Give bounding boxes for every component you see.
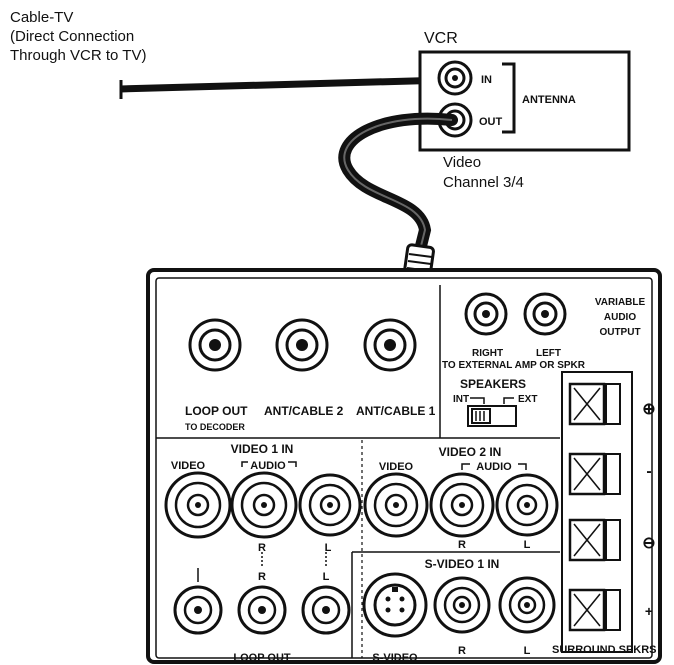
- video2-video-label: VIDEO: [379, 461, 414, 473]
- speaker-terminal-4[interactable]: [568, 588, 621, 632]
- svideo-label: S-VIDEO: [372, 652, 418, 664]
- ext-bracket: [503, 397, 514, 404]
- to-external-label: TO EXTERNAL AMP OR SPKR: [442, 360, 586, 371]
- plus-mark: +: [645, 603, 653, 619]
- antenna-label: ANTENNA: [522, 94, 576, 106]
- loop-out-label: LOOP OUT: [185, 404, 248, 418]
- vcr-title: VCR: [424, 30, 458, 47]
- ext-label: EXT: [518, 394, 537, 405]
- video-output-line2: Channel 3/4: [443, 174, 524, 191]
- variable-audio-line3: OUTPUT: [599, 327, 640, 338]
- video1-in-title: VIDEO 1 IN: [231, 442, 294, 456]
- coax-cable: [338, 112, 458, 256]
- video2-audio-l-jack[interactable]: [495, 473, 559, 537]
- video1-video-jack[interactable]: [164, 471, 232, 539]
- svideo1-in-title: S-VIDEO 1 IN: [425, 557, 500, 571]
- video2-l-label: L: [524, 539, 531, 551]
- plus-circled-mark: ⊕: [642, 401, 655, 418]
- ant-cable-2-jack[interactable]: [275, 318, 329, 372]
- cable-tv-line1: Cable-TV: [10, 9, 73, 26]
- svideo-r-label: R: [458, 645, 466, 657]
- speaker-terminal-2[interactable]: [568, 452, 621, 496]
- ant-cable-2-label: ANT/CABLE 2: [264, 404, 344, 418]
- int-label: INT: [453, 394, 469, 405]
- right-label: RIGHT: [472, 348, 503, 359]
- loop-l-label: L: [323, 571, 330, 583]
- svideo-audio-l-jack[interactable]: [498, 576, 556, 634]
- antenna-bracket: [502, 62, 516, 134]
- video1-video-label: VIDEO: [171, 460, 206, 472]
- video1-audio-bracket: [241, 461, 297, 467]
- ant-cable-1-label: ANT/CABLE 1: [356, 404, 436, 418]
- video2-r-label: R: [458, 539, 466, 551]
- svideo-jack[interactable]: [362, 572, 428, 638]
- surround-spkrs-label: SURROUND SPKRS: [552, 644, 657, 656]
- int-bracket: [470, 397, 485, 404]
- speaker-terminal-column: [561, 371, 633, 653]
- to-decoder-label: TO DECODER: [185, 422, 245, 432]
- video1-audio-r-jack[interactable]: [230, 471, 298, 539]
- video2-audio-bracket: [461, 463, 527, 470]
- svideo-l-label: L: [524, 645, 531, 657]
- incoming-cable: [119, 76, 449, 99]
- cable-tv-line2: (Direct Connection: [10, 28, 134, 45]
- loop-r-label: R: [258, 571, 266, 583]
- variable-audio-line2: AUDIO: [604, 312, 636, 323]
- vcr-out-label: OUT: [479, 116, 503, 128]
- ant-cable-1-jack[interactable]: [363, 318, 417, 372]
- cable-tv-label: Cable-TV (Direct Connection Through VCR …: [10, 9, 146, 64]
- tv-back-panel: [146, 268, 662, 664]
- video1-audio-l-jack[interactable]: [298, 473, 362, 537]
- minus-circled-mark: ⊖: [642, 535, 655, 552]
- loop-out-bottom-label: LOOP OUT: [233, 652, 291, 664]
- video-output-line1: Video: [443, 154, 481, 171]
- cable-tv-line3: Through VCR to TV): [10, 47, 146, 64]
- video2-video-jack[interactable]: [363, 472, 429, 538]
- variable-audio-line1: VARIABLE: [595, 297, 646, 308]
- svideo-audio-r-jack[interactable]: [433, 576, 491, 634]
- video2-audio-r-jack[interactable]: [429, 472, 495, 538]
- loop-out-l-jack[interactable]: [301, 585, 351, 635]
- video1-l-label: L: [325, 542, 332, 554]
- minus-mark: -: [646, 463, 651, 480]
- variable-audio-left-jack[interactable]: [523, 292, 567, 336]
- loop-out-video-jack[interactable]: [173, 585, 223, 635]
- vcr-box: IN OUT ANTENNA: [418, 50, 631, 152]
- vcr-in-jack[interactable]: [437, 60, 473, 96]
- speakers-title: SPEAKERS: [460, 377, 526, 391]
- loop-out-r-jack[interactable]: [237, 585, 287, 635]
- video1-audio-label: AUDIO: [250, 460, 286, 472]
- speaker-terminal-3[interactable]: [568, 518, 621, 562]
- left-label: LEFT: [536, 348, 561, 359]
- vcr-in-label: IN: [481, 74, 492, 86]
- speaker-switch[interactable]: [467, 405, 517, 427]
- video1-r-label: R: [258, 542, 266, 554]
- video2-in-title: VIDEO 2 IN: [439, 445, 502, 459]
- video2-audio-label: AUDIO: [476, 461, 512, 473]
- loop-out-decoder-jack[interactable]: [188, 318, 242, 372]
- speaker-terminal-1[interactable]: [568, 382, 621, 426]
- variable-audio-right-jack[interactable]: [464, 292, 508, 336]
